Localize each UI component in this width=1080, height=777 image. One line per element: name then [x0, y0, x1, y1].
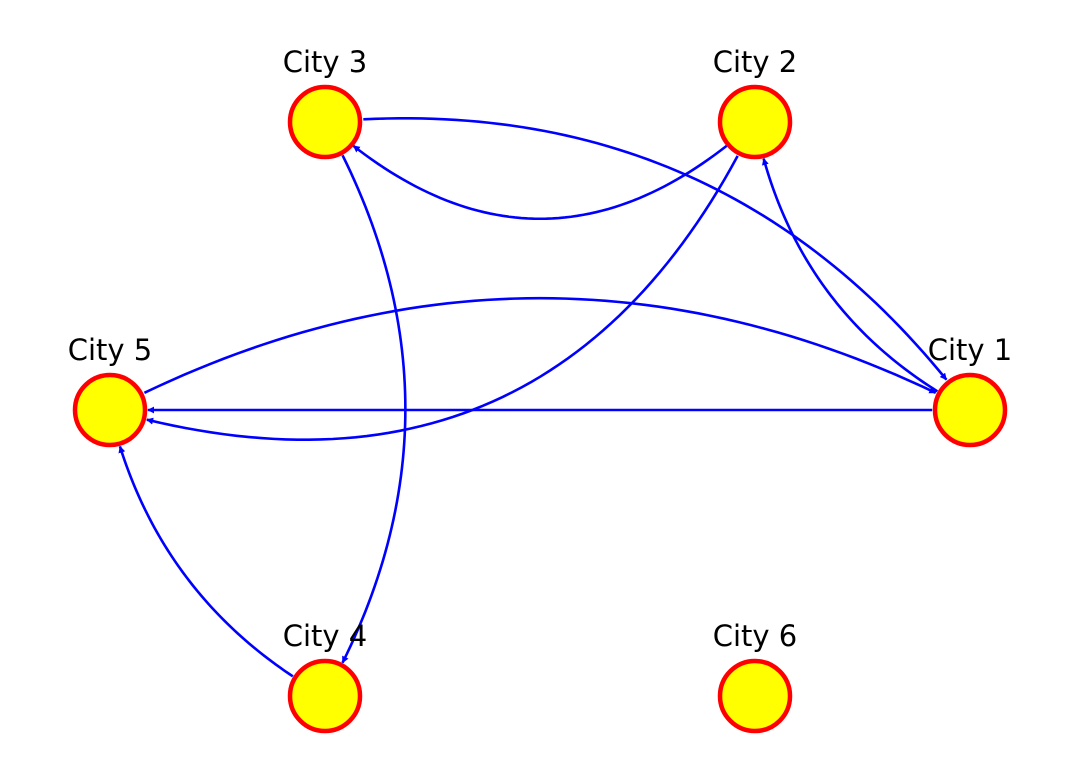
node-circle	[287, 658, 363, 734]
node-label: City 5	[68, 333, 153, 367]
node-circle	[72, 372, 148, 448]
node-circle	[717, 658, 793, 734]
node-city4: City 4	[283, 619, 368, 734]
node-city1: City 1	[928, 333, 1013, 448]
node-label: City 3	[283, 45, 368, 79]
node-circle	[932, 372, 1008, 448]
node-circle	[287, 84, 363, 160]
edge-city2-to-city5	[146, 155, 739, 442]
edges	[118, 117, 948, 678]
node-label: City 2	[713, 45, 798, 79]
node-label: City 4	[283, 619, 368, 653]
edge-city1-to-city2	[761, 157, 939, 393]
nodes: City 1 City 2 City 3 City 4 City 5 City 6	[68, 45, 1013, 734]
edge-city2-to-city3	[352, 144, 728, 221]
edge-city4-to-city5	[118, 445, 294, 678]
node-city5: City 5	[68, 333, 153, 448]
node-city2: City 2	[713, 45, 798, 160]
node-city6: City 6	[713, 619, 798, 734]
node-label: City 6	[713, 619, 798, 653]
node-label: City 1	[928, 333, 1013, 367]
node-city3: City 3	[283, 45, 368, 160]
node-circle	[717, 84, 793, 160]
edge-city5-to-city1	[143, 296, 937, 395]
edge-city3-to-city1	[363, 117, 948, 381]
